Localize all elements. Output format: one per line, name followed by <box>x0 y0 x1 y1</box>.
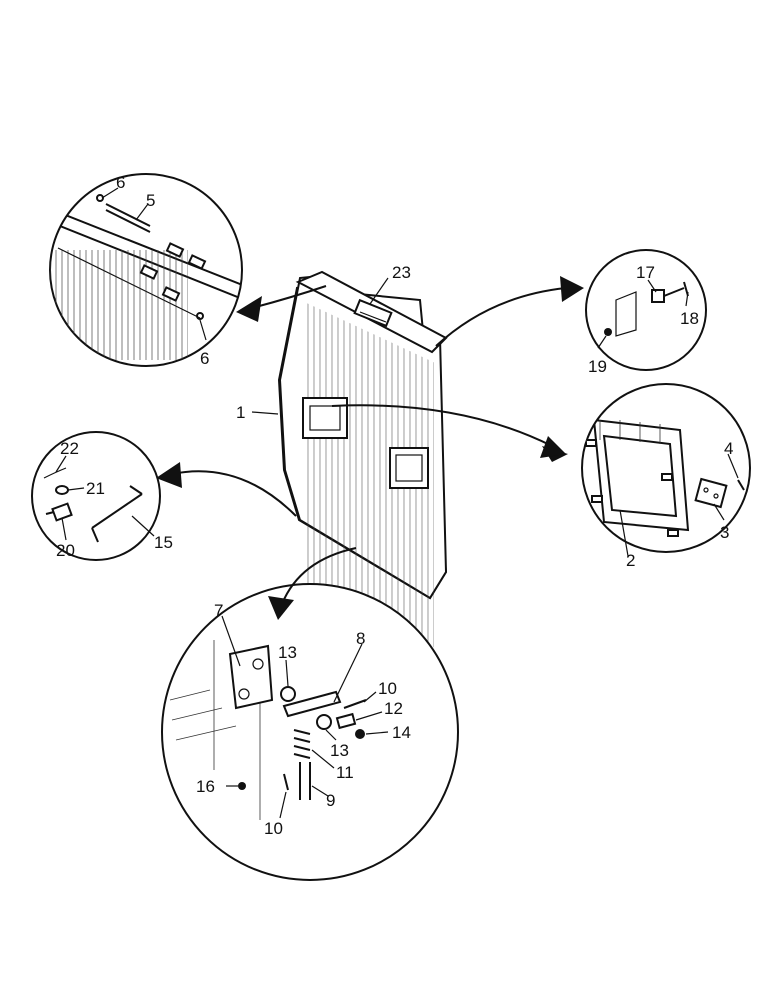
label-14: 14 <box>392 723 411 742</box>
label-13-top: 13 <box>278 643 297 662</box>
label-21: 21 <box>86 479 105 498</box>
label-4: 4 <box>724 439 733 458</box>
label-5: 5 <box>146 191 155 210</box>
label-13-bottom: 13 <box>330 741 349 760</box>
label-15: 15 <box>154 533 173 552</box>
label-23: 23 <box>392 263 411 282</box>
label-20: 20 <box>56 541 75 560</box>
inset-hinge-bottom <box>161 583 459 881</box>
label-11: 11 <box>336 763 354 782</box>
label-10-top: 10 <box>378 679 397 698</box>
callout-arrows <box>156 276 584 620</box>
label-19: 19 <box>588 357 607 376</box>
label-8: 8 <box>356 629 365 648</box>
leader-lines <box>55 187 739 819</box>
label-22: 22 <box>60 439 79 458</box>
label-10-bottom: 10 <box>264 819 283 838</box>
inset-latch <box>585 249 707 371</box>
label-17: 17 <box>636 263 655 282</box>
label-18: 18 <box>680 309 699 328</box>
label-2: 2 <box>626 551 635 570</box>
label-3: 3 <box>720 523 729 542</box>
label-9: 9 <box>326 791 335 810</box>
label-12: 12 <box>384 699 403 718</box>
inset-handle-recess <box>581 383 751 553</box>
label-16: 16 <box>196 777 215 796</box>
part-labels: 1 23 6 5 6 17 18 19 4 3 2 22 21 20 15 7 … <box>56 173 733 838</box>
label-6-bottom: 6 <box>200 349 209 368</box>
label-1: 1 <box>236 403 245 422</box>
inset-hinge-top <box>49 173 243 367</box>
main-panel <box>277 270 448 648</box>
label-6-top: 6 <box>116 173 125 192</box>
label-7: 7 <box>214 601 223 620</box>
